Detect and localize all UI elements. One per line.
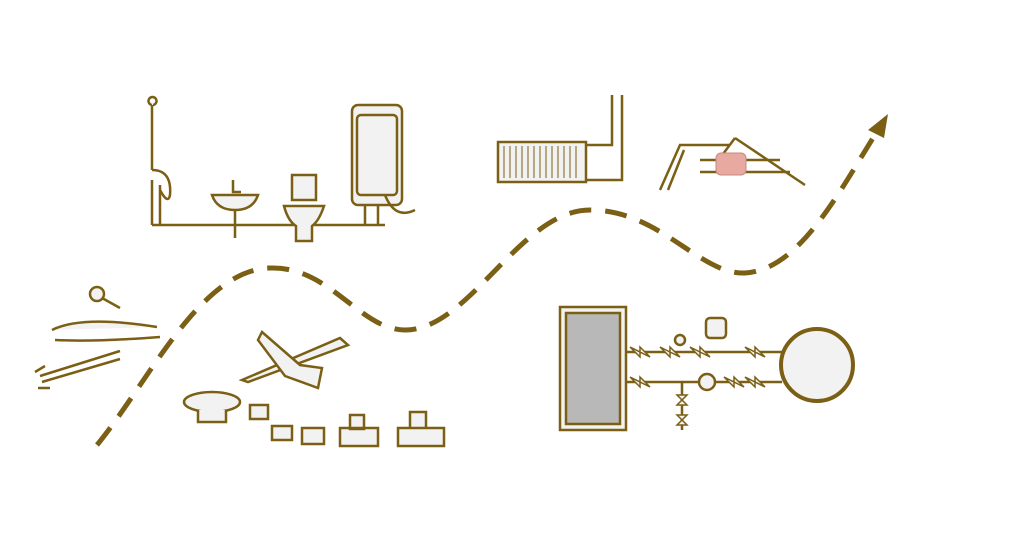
radiator-icon: [496, 95, 624, 184]
pipe-welding-icon: [658, 136, 806, 191]
pipe-fittings-icon: [182, 329, 446, 448]
heating-scheme-icon: [558, 305, 855, 432]
tools-icon: [34, 285, 161, 390]
bathroom-plumbing-icon: [147, 95, 416, 243]
